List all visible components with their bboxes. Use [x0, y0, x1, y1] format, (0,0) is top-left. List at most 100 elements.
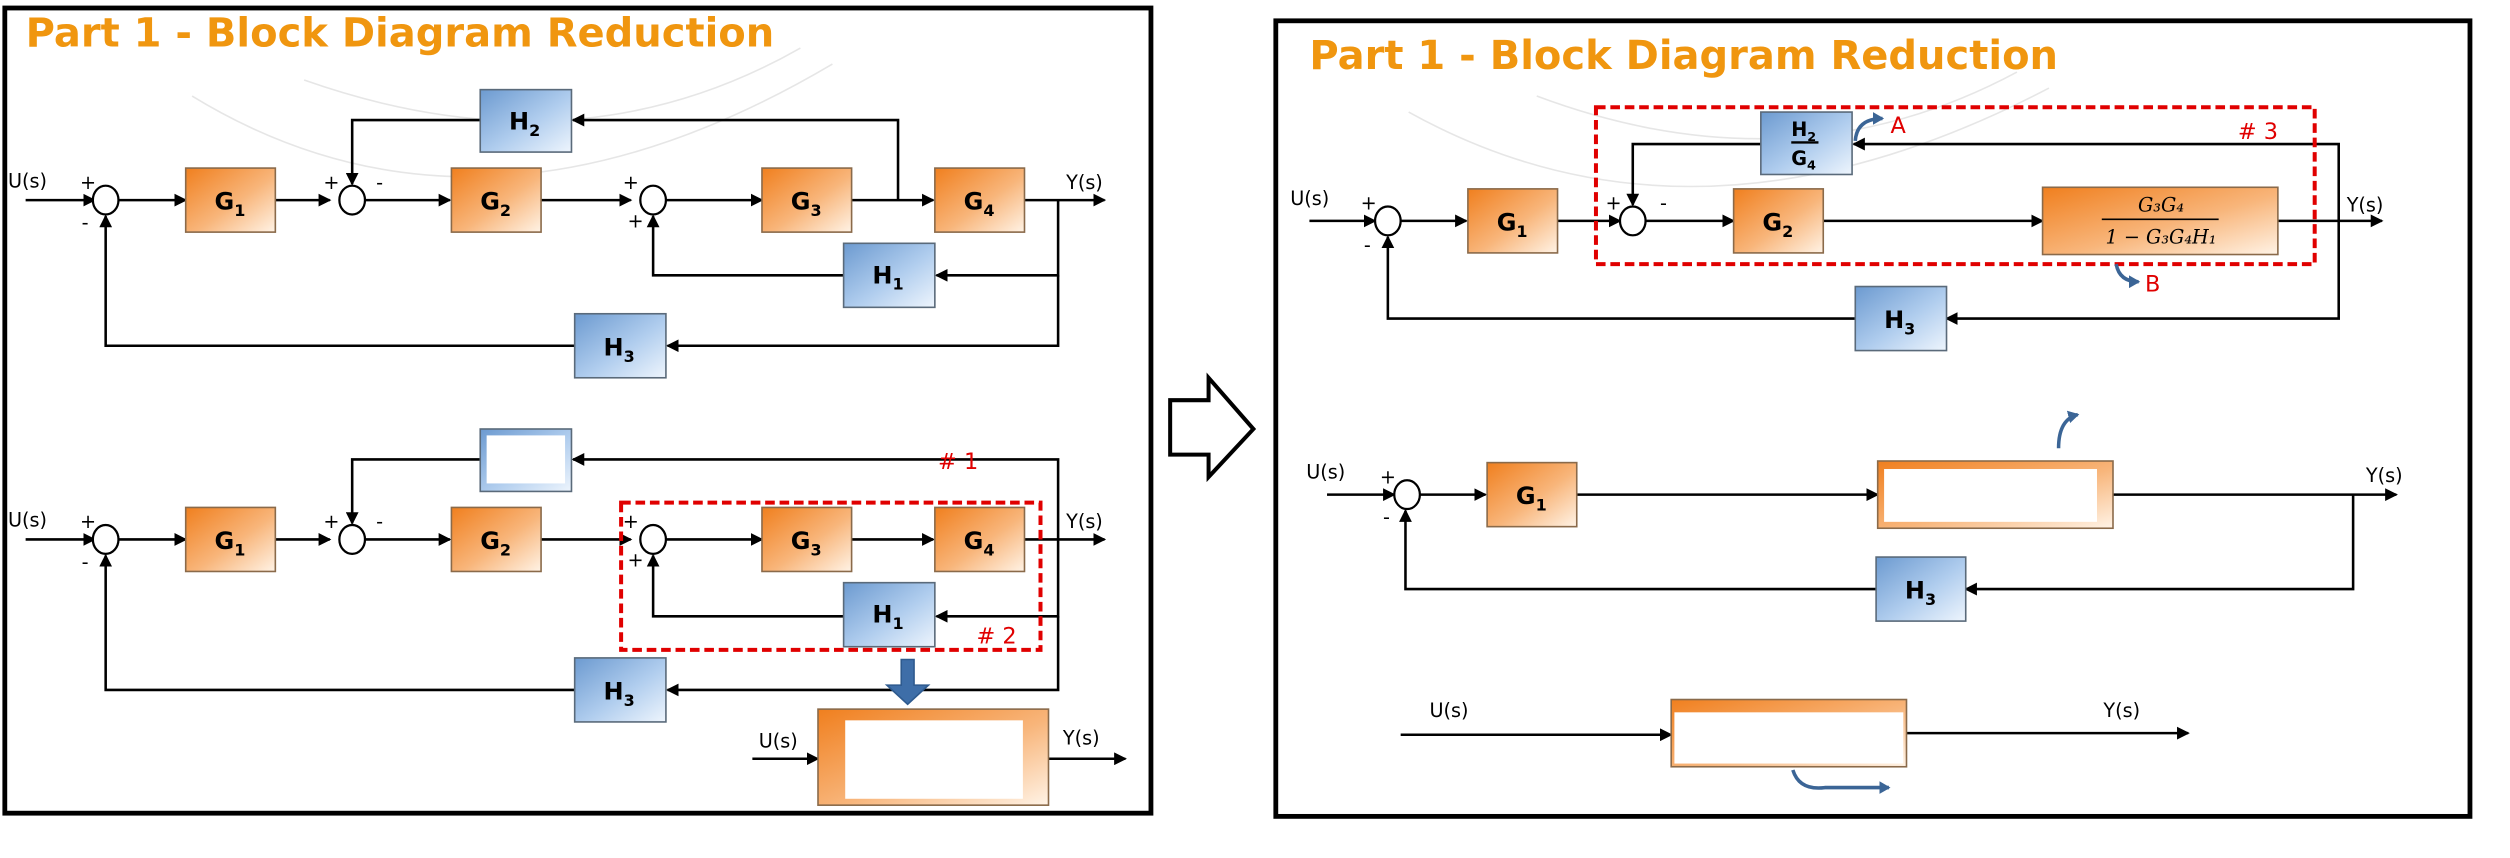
block-h2-over-g4[interactable]: H2 G4	[1760, 111, 1853, 176]
input-label: U(s)	[1429, 699, 1468, 722]
left-result: U(s) Y(s)	[752, 708, 1127, 806]
block-blank[interactable]	[1876, 460, 2114, 530]
block-g1[interactable]: G1	[1486, 461, 1578, 528]
annotation-group-3: # 3	[2238, 119, 2278, 145]
input-label: U(s)	[8, 169, 47, 192]
svg-text:G2: G2	[1762, 209, 1793, 241]
group-3-highlight	[1593, 105, 2317, 267]
block-g3[interactable]: G3	[761, 167, 853, 233]
callout-arrow-icon	[2056, 410, 2080, 449]
block-combined-g3g4[interactable]: G₃G₄ 1 − G₃G₄H₁	[2041, 186, 2279, 256]
sign-minus: -	[82, 550, 89, 573]
output-label: Y(s)	[1065, 510, 1103, 533]
annotation-group-1: # 1	[938, 449, 978, 475]
block-h3[interactable]: H3	[1854, 285, 1948, 352]
input-label: U(s)	[1306, 461, 1345, 484]
svg-text:H1: H1	[872, 261, 903, 293]
sign-minus: -	[1364, 233, 1371, 256]
left-bottom-diagram: U(s) Y(s) + - + - + + G1 G2	[8, 428, 1107, 723]
svg-text:H1: H1	[872, 601, 903, 633]
block-g4[interactable]: G4	[934, 506, 1026, 573]
block-g1[interactable]: G1	[1467, 188, 1559, 254]
block-h3[interactable]: H3	[1875, 556, 1967, 622]
input-label: U(s)	[1290, 187, 1329, 210]
callout-label-b: B	[2145, 271, 2160, 297]
block-h2-blank[interactable]	[479, 428, 573, 493]
svg-text:G₃G₄: G₃G₄	[2138, 193, 2184, 216]
sign-plus: +	[623, 171, 639, 194]
right-panel-frame	[1273, 18, 2473, 819]
right-title: Part 1 - Block Diagram Reduction	[1309, 33, 2058, 79]
input-label: U(s)	[759, 730, 798, 753]
callout-arrow-a-icon	[1853, 112, 1885, 142]
summing-junction-1	[1373, 205, 1402, 237]
summing-junction-1	[1393, 479, 1421, 511]
svg-text:G4: G4	[964, 188, 995, 220]
callout-arrow-b-icon	[2114, 263, 2141, 289]
output-label: Y(s)	[2365, 464, 2403, 487]
down-arrow-icon	[884, 658, 931, 706]
output-label: Y(s)	[1062, 726, 1100, 749]
right-top-diagram: U(s) Y(s) + - + - G1 G2 H2 G4	[1290, 105, 2384, 352]
block-h2[interactable]: H2	[479, 88, 573, 153]
block-g2[interactable]: G2	[450, 506, 542, 573]
left-top-diagram: U(s) Y(s) + - + - + +	[8, 88, 1107, 379]
block-g1[interactable]: G1	[184, 167, 277, 233]
svg-text:G1: G1	[1516, 482, 1547, 514]
result-block[interactable]	[817, 708, 1050, 806]
sign-plus: +	[628, 209, 644, 232]
sign-minus: -	[376, 171, 383, 194]
right-bottom-diagram: U(s) Y(s)	[1400, 698, 2190, 794]
svg-text:G4: G4	[964, 527, 995, 559]
annotation-group-2: # 2	[976, 623, 1016, 649]
sign-minus: -	[1383, 505, 1390, 528]
group-2-highlight	[619, 500, 1043, 652]
block-g2[interactable]: G2	[1732, 188, 1825, 254]
sign-plus: +	[80, 510, 96, 533]
output-label: Y(s)	[1065, 171, 1103, 194]
sign-plus: +	[623, 510, 639, 533]
left-panel: Part 1 - Block Diagram Reduction U(s) Y(…	[2, 5, 1154, 816]
sign-minus: -	[376, 510, 383, 533]
sign-minus: -	[1660, 192, 1667, 215]
sign-plus: +	[1380, 465, 1396, 488]
svg-text:H3: H3	[603, 333, 634, 365]
block-h3[interactable]: H3	[573, 657, 667, 723]
svg-text:H3: H3	[603, 678, 634, 710]
sign-plus: +	[1361, 192, 1377, 215]
left-title: Part 1 - Block Diagram Reduction	[26, 10, 775, 56]
block-g2[interactable]: G2	[450, 167, 542, 233]
result-block[interactable]	[1670, 698, 1908, 768]
svg-text:H3: H3	[1905, 577, 1936, 609]
svg-text:H3: H3	[1884, 306, 1915, 338]
sign-plus: +	[628, 549, 644, 572]
sign-plus: +	[1606, 192, 1622, 215]
svg-text:H2: H2	[509, 108, 540, 140]
svg-text:G2: G2	[480, 527, 511, 559]
right-arrow-icon	[1168, 372, 1257, 483]
svg-text:G1: G1	[215, 188, 246, 220]
output-label: Y(s)	[2102, 699, 2140, 722]
sign-plus: +	[323, 510, 339, 533]
callout-arrow-icon	[1791, 769, 1891, 794]
svg-text:G1: G1	[1497, 209, 1528, 241]
block-h1[interactable]: H1	[842, 581, 936, 648]
block-g4[interactable]: G4	[934, 167, 1026, 233]
summing-junction-2	[338, 184, 367, 216]
svg-text:G3: G3	[791, 527, 822, 559]
svg-text:H2: H2	[1791, 118, 1816, 145]
block-h1[interactable]: H1	[842, 242, 936, 309]
callout-label-a: A	[1890, 113, 1906, 139]
block-g3[interactable]: G3	[761, 506, 853, 573]
output-label: Y(s)	[2346, 193, 2384, 216]
svg-text:1 − G₃G₄H₁: 1 − G₃G₄H₁	[2106, 225, 2217, 248]
right-middle-diagram: U(s) Y(s) + - G1 H3	[1306, 410, 2403, 622]
sign-plus: +	[323, 171, 339, 194]
summing-junction-3	[639, 523, 668, 555]
block-g1[interactable]: G1	[184, 506, 277, 573]
svg-text:G2: G2	[480, 188, 511, 220]
summing-junction-1	[91, 523, 120, 555]
block-h3[interactable]: H3	[573, 312, 667, 379]
svg-text:G1: G1	[215, 527, 246, 559]
